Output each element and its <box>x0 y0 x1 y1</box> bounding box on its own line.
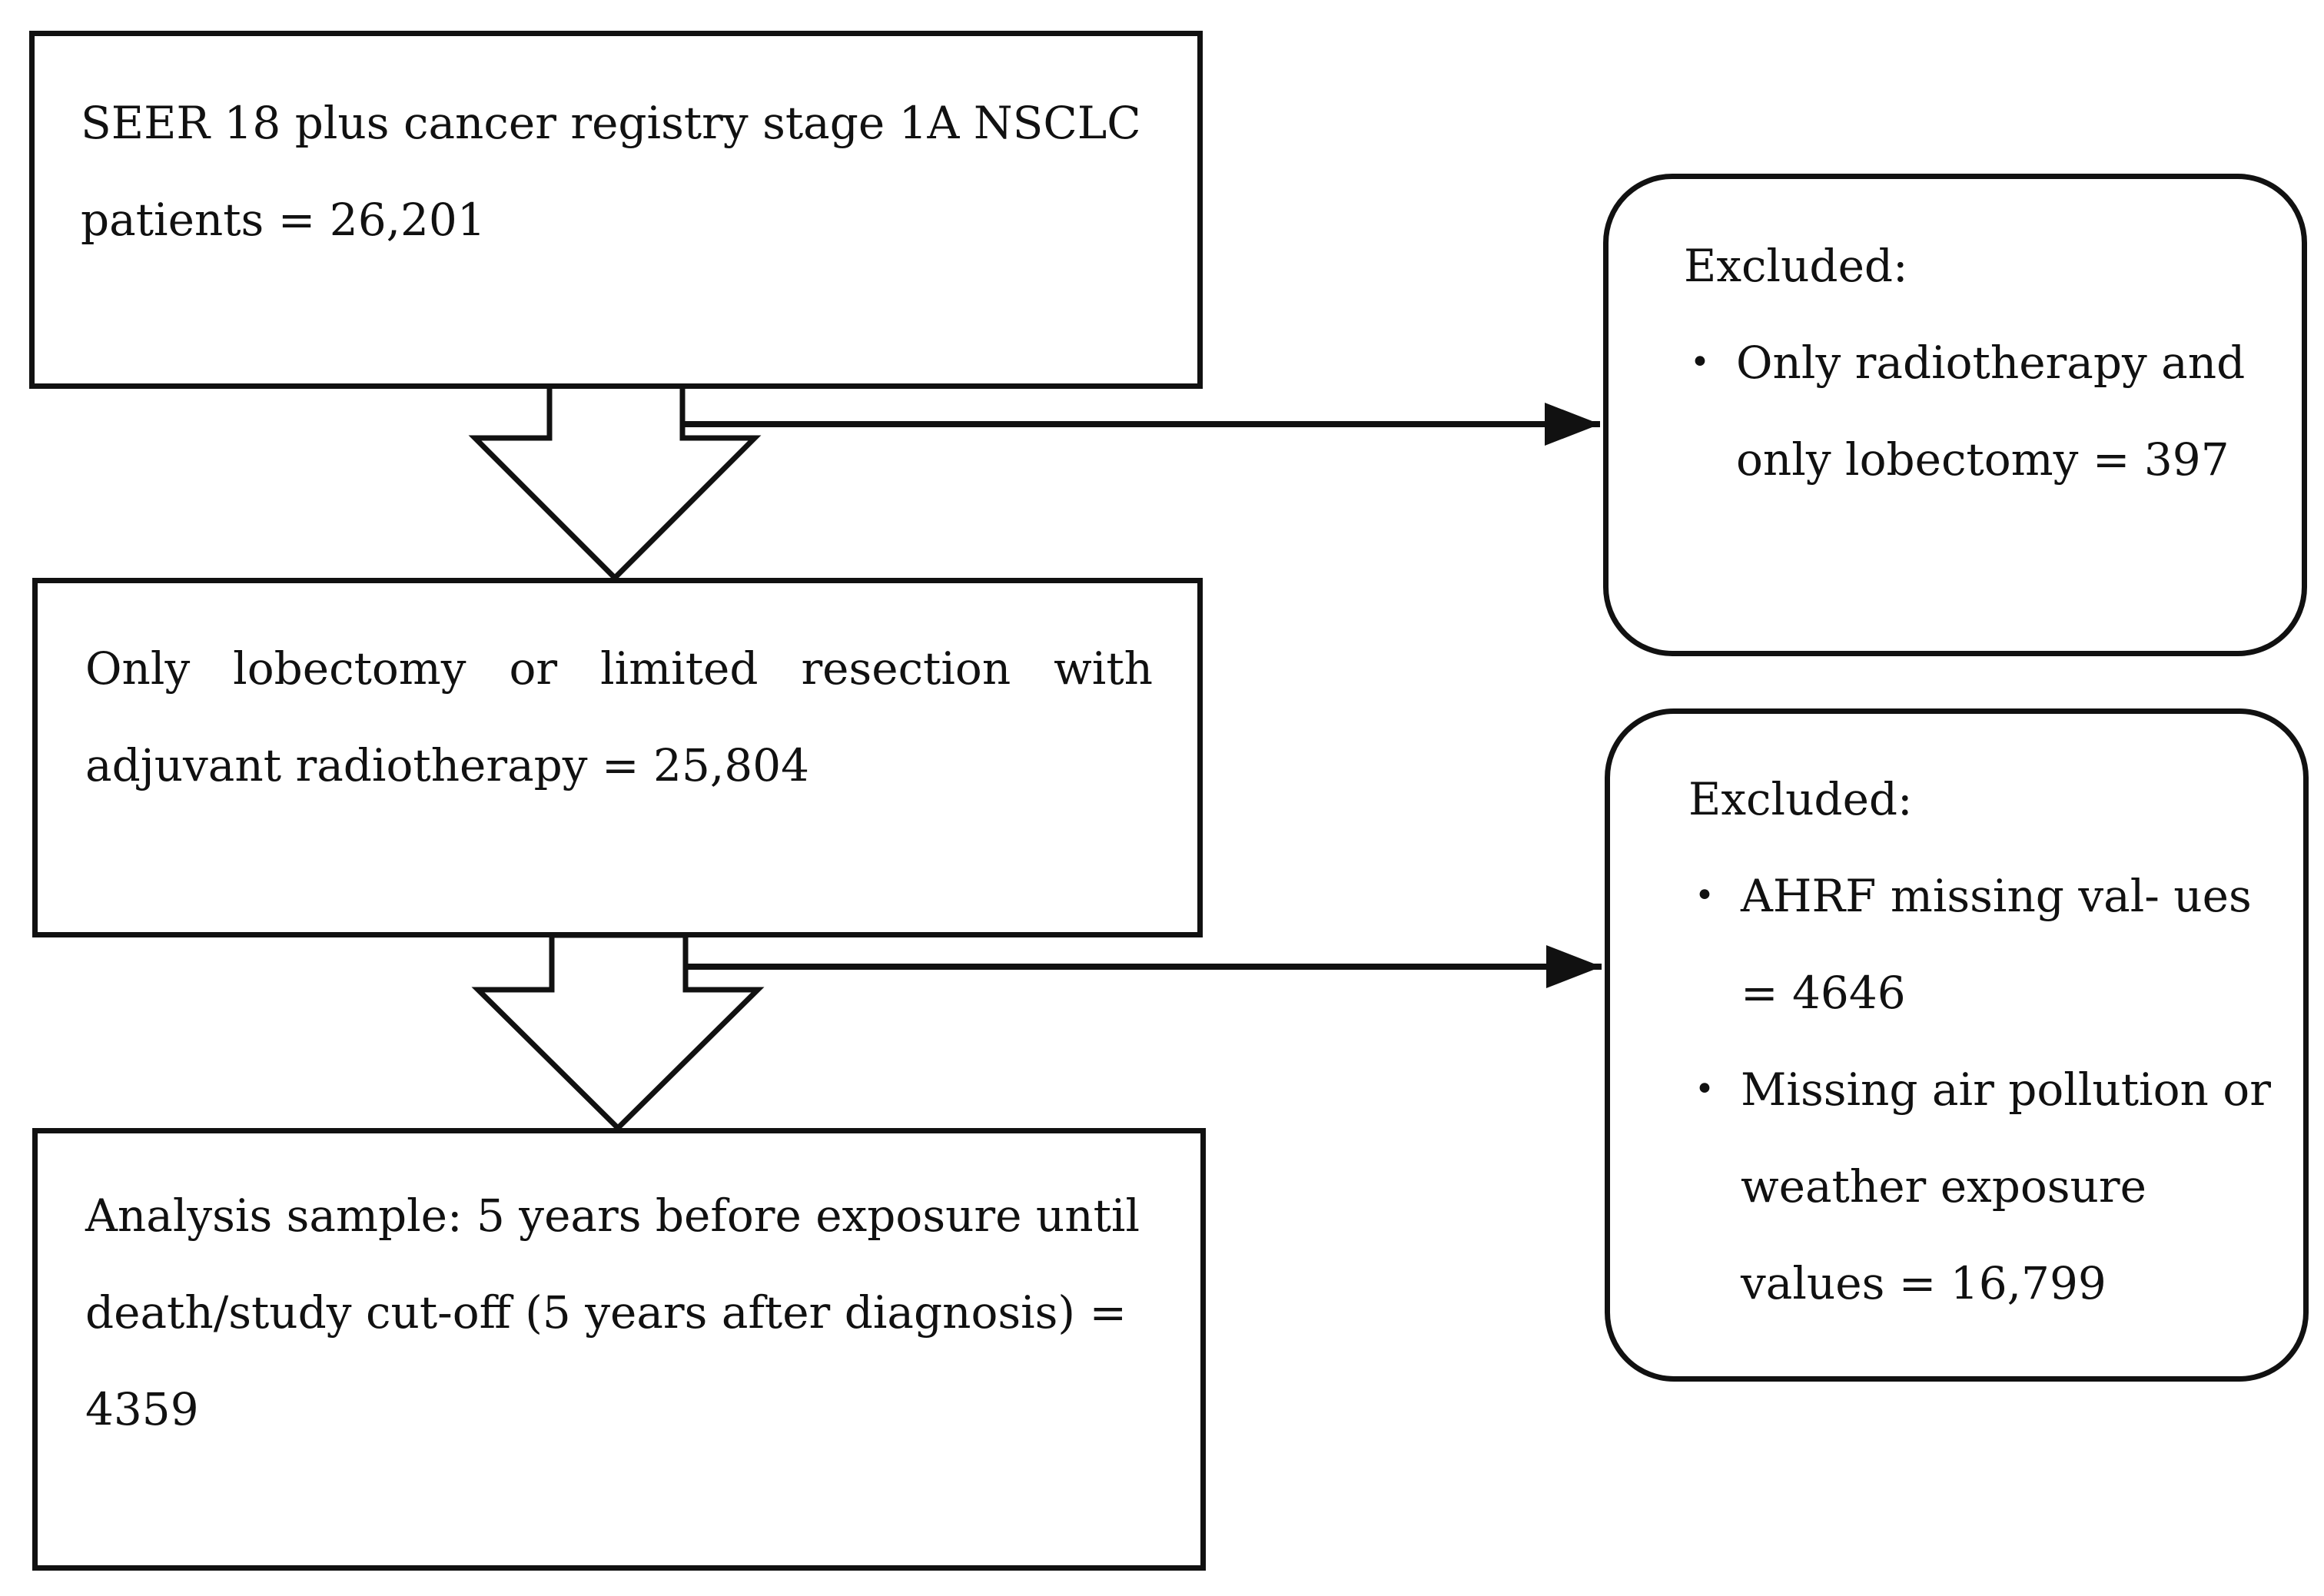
bullet-icon: • <box>1695 1070 1715 1109</box>
exclusion-item: • AHRF missing val- ues = 4646 <box>1688 848 2273 1041</box>
exclusion-item-text: Only radiotherapy and only lobectomy = 3… <box>1736 337 2246 486</box>
bullet-icon: • <box>1690 343 1710 382</box>
down-arrow-1 <box>468 383 762 582</box>
exclusion-box-1: Excluded: • Only radiotherapy and only l… <box>1603 174 2307 656</box>
exclusion-box-1-list: • Only radiotherapy and only lobectomy =… <box>1684 314 2263 508</box>
exclusion-box-1-title: Excluded: <box>1684 240 1908 292</box>
box-lobectomy-resection: Only lobectomy or limited resection with… <box>32 578 1203 937</box>
exclusion-item: • Missing air pollution or weather expos… <box>1688 1041 2273 1332</box>
bullet-icon: • <box>1695 876 1715 915</box>
box-registry-patients: SEER 18 plus cancer registry stage 1A NS… <box>29 31 1203 389</box>
exclusion-item: • Only radiotherapy and only lobectomy =… <box>1684 314 2263 508</box>
box-lobectomy-resection-text: Only lobectomy or limited resection with… <box>85 642 1153 791</box>
exclusion-item-text: Missing air pollution or weather exposur… <box>1741 1063 2271 1309</box>
exclusion-box-2-list: • AHRF missing val- ues = 4646 • Missing… <box>1688 848 2273 1332</box>
box-analysis-sample-text: Analysis sample: 5 years before exposure… <box>85 1190 1140 1435</box>
exclusion-item-text: AHRF missing val- ues = 4646 <box>1741 870 2252 1019</box>
box-registry-patients-text: SEER 18 plus cancer registry stage 1A NS… <box>81 97 1141 246</box>
exclusion-box-2-title: Excluded: <box>1688 773 1913 825</box>
down-arrow-2 <box>471 932 765 1132</box>
box-analysis-sample: Analysis sample: 5 years before exposure… <box>32 1128 1206 1571</box>
exclusion-box-2: Excluded: • AHRF missing val- ues = 4646… <box>1605 708 2309 1382</box>
